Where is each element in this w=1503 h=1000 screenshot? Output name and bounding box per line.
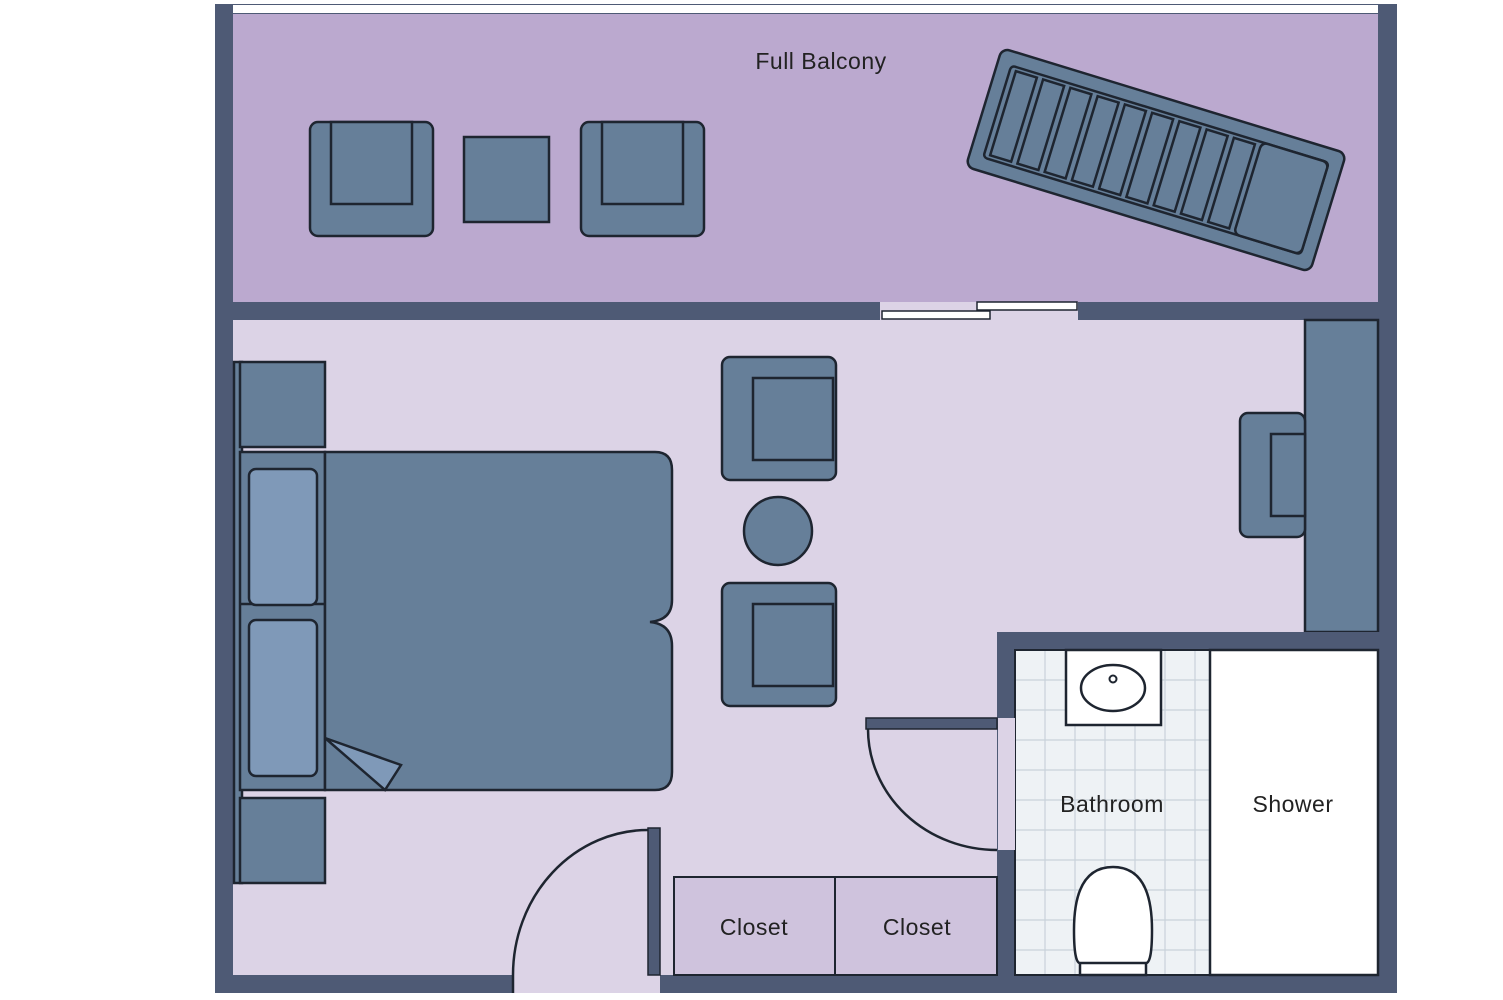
balcony-chair [308, 120, 435, 238]
balcony-label: Full Balcony [755, 48, 886, 74]
sliding-balcony-door[interactable] [880, 301, 1078, 320]
lounger-slat [1070, 94, 1121, 189]
lounge-chair [966, 48, 1346, 272]
balcony-chair [579, 120, 706, 238]
bathroom-label: Bathroom [1060, 791, 1164, 817]
shower-label: Shower [1253, 791, 1334, 817]
bed [238, 450, 674, 792]
closet-2-label: Closet [883, 914, 951, 940]
lounger-slat [1124, 111, 1175, 205]
shower-floor [1208, 648, 1380, 977]
closet-1-label: Closet [720, 914, 788, 940]
entry-door[interactable] [511, 827, 661, 993]
lounger-slat [1206, 136, 1257, 230]
lounger-slat [1015, 77, 1066, 172]
lounger-slat [1043, 86, 1093, 180]
turned-down-sheet [324, 736, 403, 792]
balcony-railing [233, 5, 1378, 13]
closet-1[interactable] [673, 876, 836, 976]
lounger-slat [1179, 127, 1230, 222]
lounger-slat [1097, 102, 1148, 197]
armchair [720, 355, 838, 482]
desk [1303, 318, 1380, 634]
lounger-slat [988, 69, 1039, 164]
balcony-table [462, 135, 551, 224]
bathroom-wall [997, 632, 1397, 650]
lounger-slat [1152, 119, 1202, 214]
sink [1064, 648, 1163, 727]
armchair [720, 581, 838, 708]
nightstand-bottom [238, 796, 327, 885]
pillow [247, 467, 319, 607]
coffee-table [742, 495, 814, 567]
pillow [247, 618, 319, 778]
closet-2[interactable] [834, 876, 998, 976]
nightstand-top [238, 360, 327, 449]
toilet [1072, 865, 1154, 977]
desk-chair [1238, 411, 1307, 539]
bathroom-door[interactable] [865, 717, 1015, 852]
